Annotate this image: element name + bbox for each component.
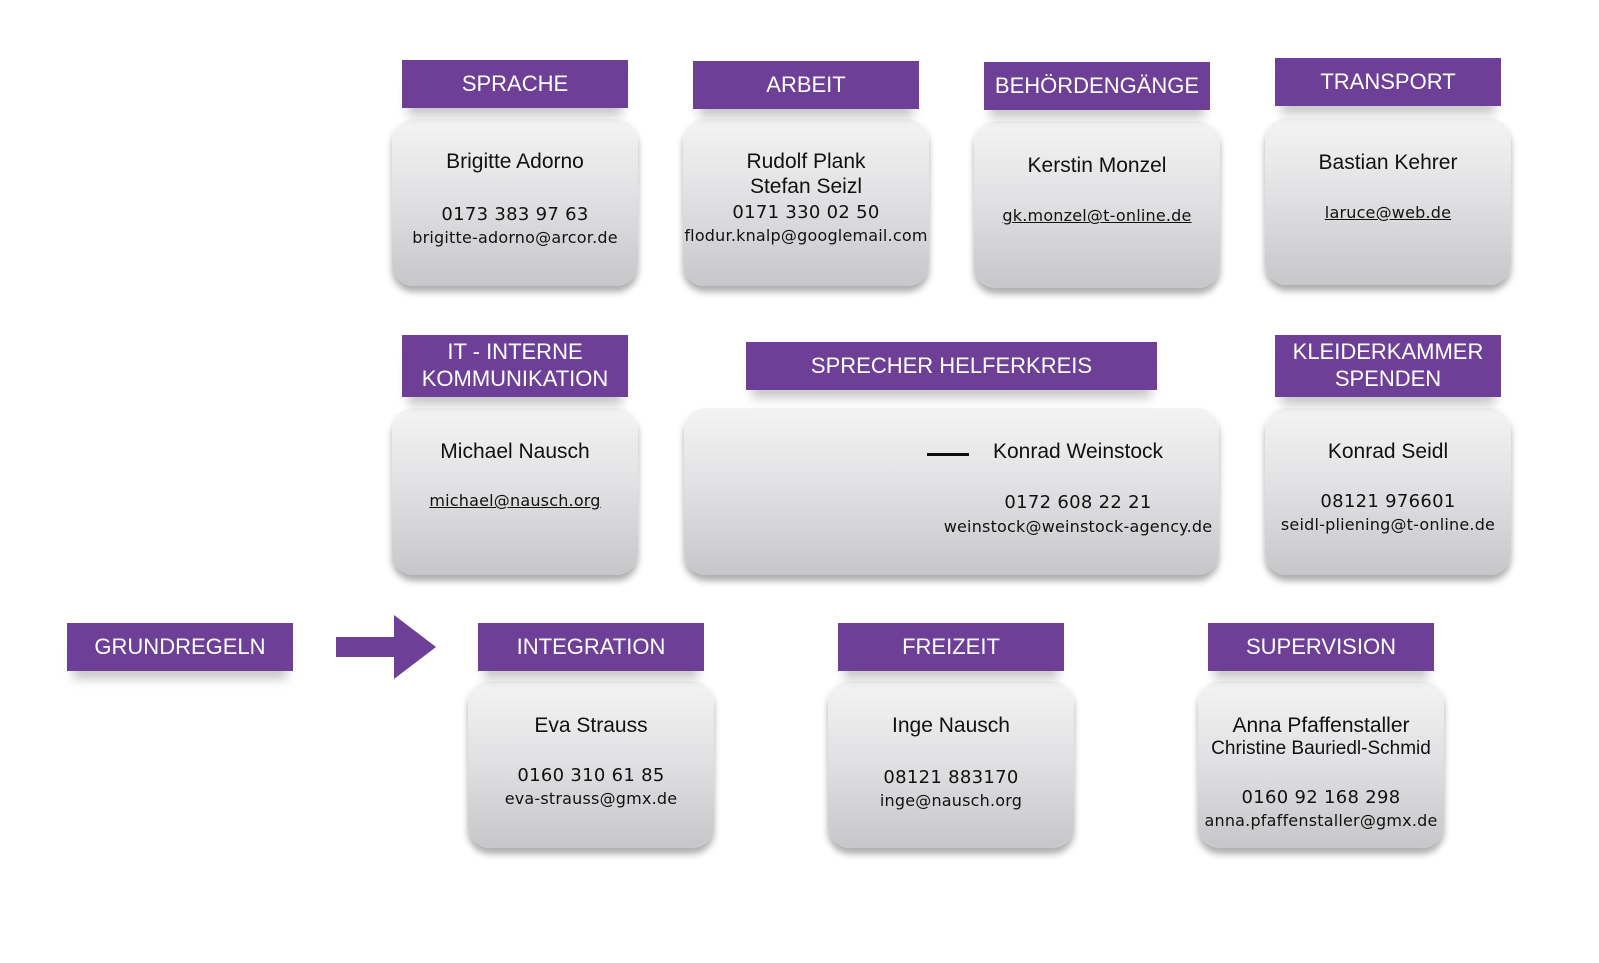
contact-email: seidl-pliening@t-online.de [1280,515,1496,534]
contact-phone: 0160 92 168 298 [1241,787,1401,808]
label-kleiderkammer-line1: KLEIDERKAMMER [1292,339,1484,365]
contact-phone: 08121 883170 [883,767,1019,788]
contact-name: Michael Nausch [440,440,590,463]
label-freizeit-text: FREIZEIT [902,633,1000,659]
contact-name-second: Stefan Seizl [749,175,863,198]
contact-name: Inge Nausch [892,714,1010,737]
label-sprache: SPRACHE [402,60,628,108]
contact-email: brigitte-adorno@arcor.de [412,228,618,247]
contact-name: Kerstin Monzel [1027,154,1167,177]
label-integration: INTEGRATION [478,623,704,671]
label-transport-text: TRANSPORT [1320,68,1456,94]
contact-email: flodur.knalp@googlemail.com [684,226,928,245]
label-grundregeln: GRUNDREGELN [67,623,293,671]
label-behoerdengaenge: BEHÖRDENGÄNGE [984,62,1210,110]
card-sprecher: Konrad Weinstock 0172 608 22 21 weinstoc… [684,407,1219,575]
label-sprache-text: SPRACHE [461,70,569,96]
dash-line [927,453,969,456]
card-transport: Bastian Kehrer laruce@web.de [1265,117,1511,285]
contact-email: anna.pfaffenstaller@gmx.de [1204,811,1438,830]
card-sprache: Brigitte Adorno 0173 383 97 63 brigitte-… [392,118,638,286]
card-freizeit: Inge Nausch 08121 883170 inge@nausch.org [828,680,1074,848]
contact-name: Konrad Weinstock [992,440,1164,463]
contact-email: weinstock@weinstock-agency.de [943,517,1213,536]
label-supervision: SUPERVISION [1208,623,1434,671]
contact-phone: 0171 330 02 50 [732,202,880,223]
contact-email-link[interactable]: laruce@web.de [1324,203,1452,222]
card-arbeit: Rudolf Plank Stefan Seizl 0171 330 02 50… [683,118,929,286]
label-sprecher-helferkreis: SPRECHER HELFERKREIS [746,342,1157,390]
contact-email-link[interactable]: gk.monzel@t-online.de [1002,206,1192,225]
label-kleiderkammer-spenden: KLEIDERKAMMER SPENDEN [1275,335,1501,397]
label-freizeit: FREIZEIT [838,623,1064,671]
label-arbeit-text: ARBEIT [766,71,846,97]
label-transport: TRANSPORT [1275,58,1501,106]
card-supervision: Anna Pfaffenstaller Christine Bauriedl-S… [1198,680,1444,848]
contact-email-link[interactable]: michael@nausch.org [429,491,601,510]
label-behoerdengaenge-text: BEHÖRDENGÄNGE [994,72,1200,98]
label-kleiderkammer-line2: SPENDEN [1334,366,1442,391]
card-kleiderkammer: Konrad Seidl 08121 976601 seidl-pliening… [1265,407,1511,575]
label-it-interne-kommunikation: IT - INTERNE KOMMUNIKATION [402,335,628,397]
contact-email: inge@nausch.org [879,791,1023,810]
label-it-line2: KOMMUNIKATION [421,366,609,391]
contact-name: Bastian Kehrer [1318,151,1458,174]
contact-name: Eva Strauss [534,714,648,737]
contact-name: Anna Pfaffenstaller [1232,714,1410,737]
contact-name-second: Christine Bauriedl-Schmid [1211,738,1431,759]
card-behoerdengaenge: Kerstin Monzel gk.monzel@t-online.de [974,120,1220,288]
contact-phone: 0173 383 97 63 [441,204,589,225]
label-integration-text: INTEGRATION [516,633,666,659]
contact-phone: 0160 310 61 85 [517,765,665,786]
label-grundregeln-text: GRUNDREGELN [94,633,266,659]
contact-phone: 0172 608 22 21 [1004,492,1152,513]
contact-email: eva-strauss@gmx.de [504,789,678,808]
label-arbeit: ARBEIT [693,61,919,109]
card-integration: Eva Strauss 0160 310 61 85 eva-strauss@g… [468,680,714,848]
arrow-right-icon [336,615,436,679]
contact-name: Rudolf Plank [746,150,866,173]
contact-phone: 08121 976601 [1320,491,1456,512]
label-supervision-text: SUPERVISION [1246,633,1396,659]
card-it: Michael Nausch michael@nausch.org [392,407,638,575]
label-sprecher-text: SPRECHER HELFERKREIS [810,352,1093,378]
contact-name: Konrad Seidl [1327,440,1449,463]
contact-name: Brigitte Adorno [446,150,584,173]
label-it-line1: IT - INTERNE [447,339,583,365]
